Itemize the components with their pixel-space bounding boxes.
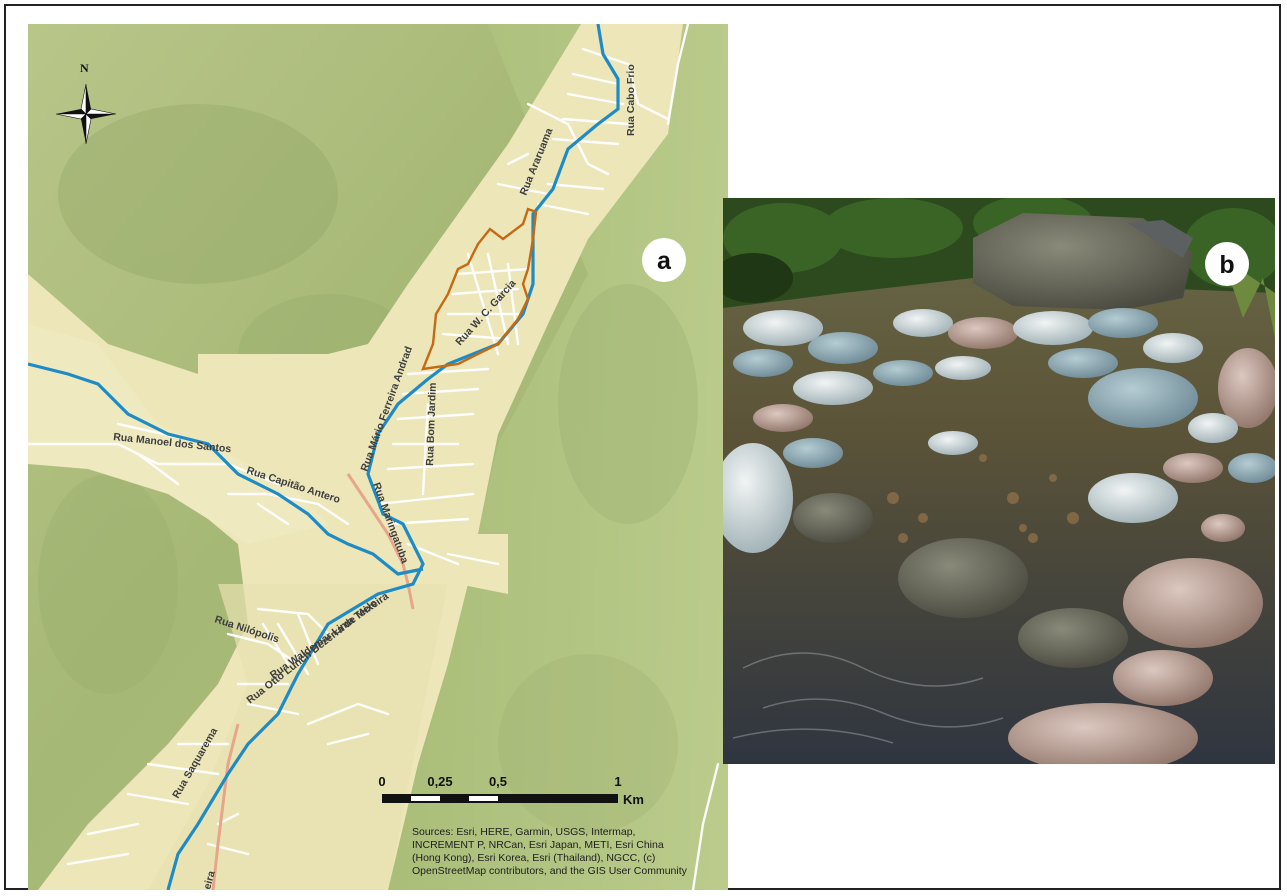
- street-label-bom-jardim: Rua Bom Jardim: [424, 382, 439, 466]
- scale-tick-0: 0: [378, 774, 385, 789]
- credit-line-3: (Hong Kong), Esri Korea, Esri (Thailand)…: [412, 852, 655, 864]
- map-panel-a: N a Rua Cabo Frio Rua Araruama Rua W. C.…: [28, 24, 728, 890]
- photo-panel-b: b: [723, 198, 1275, 764]
- hillshade: [38, 104, 698, 834]
- street-label-cabo-frio: Rua Cabo Frio: [625, 64, 637, 136]
- street-label-bottom-road: eira: [201, 869, 217, 890]
- river-tributary: [28, 362, 424, 576]
- panel-a-badge: [642, 238, 686, 282]
- north-arrow-icon: N: [55, 61, 117, 145]
- scale-bar: 0 0,25 0,5 1 Km: [378, 774, 644, 807]
- credit-line-4: OpenStreetMap contributors, and the GIS …: [412, 865, 688, 877]
- terrain-east-slope: [388, 24, 728, 890]
- scale-unit: Km: [623, 792, 644, 807]
- credit-line-2: INCREMENT P, NRCan, Esri Japan, METI, Es…: [412, 839, 664, 851]
- rock-field: [723, 308, 1275, 764]
- panel-b-label: b: [1219, 251, 1234, 279]
- study-area-outline: [421, 207, 538, 371]
- compass-north-label: N: [80, 61, 89, 75]
- panel-b-badge: [1205, 242, 1249, 286]
- boulder-large: [973, 213, 1193, 310]
- scale-tick-05: 0,5: [489, 774, 507, 789]
- river-main: [166, 24, 620, 890]
- credit-line-1: Sources: Esri, HERE, Garmin, USGS, Inter…: [412, 826, 635, 838]
- figure-frame: N a Rua Cabo Frio Rua Araruama Rua W. C.…: [4, 4, 1281, 890]
- valley-east-lobe: [428, 534, 508, 594]
- map-credits: Sources: Esri, HERE, Garmin, USGS, Inter…: [412, 826, 688, 877]
- main-road: [211, 473, 415, 890]
- scale-tick-1: 1: [614, 774, 621, 789]
- pebbles: [887, 454, 1079, 543]
- valley-zone: [28, 24, 683, 890]
- scale-tick-025: 0,25: [427, 774, 452, 789]
- valley-west-arm: [28, 324, 328, 544]
- panel-a-label: a: [657, 247, 672, 275]
- water-ripples: [732, 652, 1004, 744]
